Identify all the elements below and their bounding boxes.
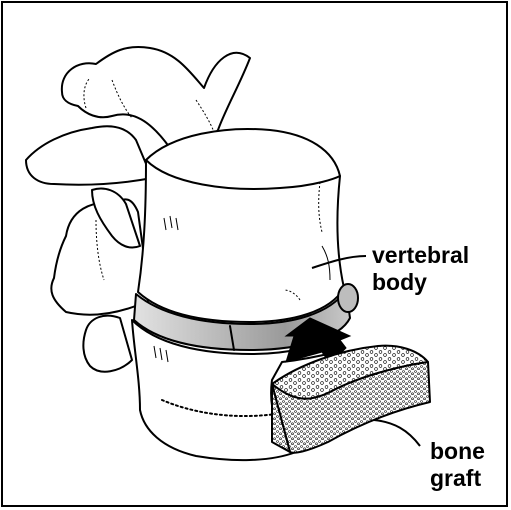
bone-graft-label-line2: graft: [430, 466, 481, 490]
vertebral-body-label-line1: vertebral: [372, 243, 469, 267]
upper-vertebral-body: [138, 129, 344, 322]
lower-facet: [83, 316, 132, 372]
disc-side-bulge: [338, 284, 358, 312]
bone-graft-leader: [374, 420, 420, 446]
upper-transverse-process: [26, 126, 152, 185]
vertebral-body-label-line2: body: [372, 270, 427, 294]
bone-graft-label-line1: bone: [430, 439, 485, 463]
